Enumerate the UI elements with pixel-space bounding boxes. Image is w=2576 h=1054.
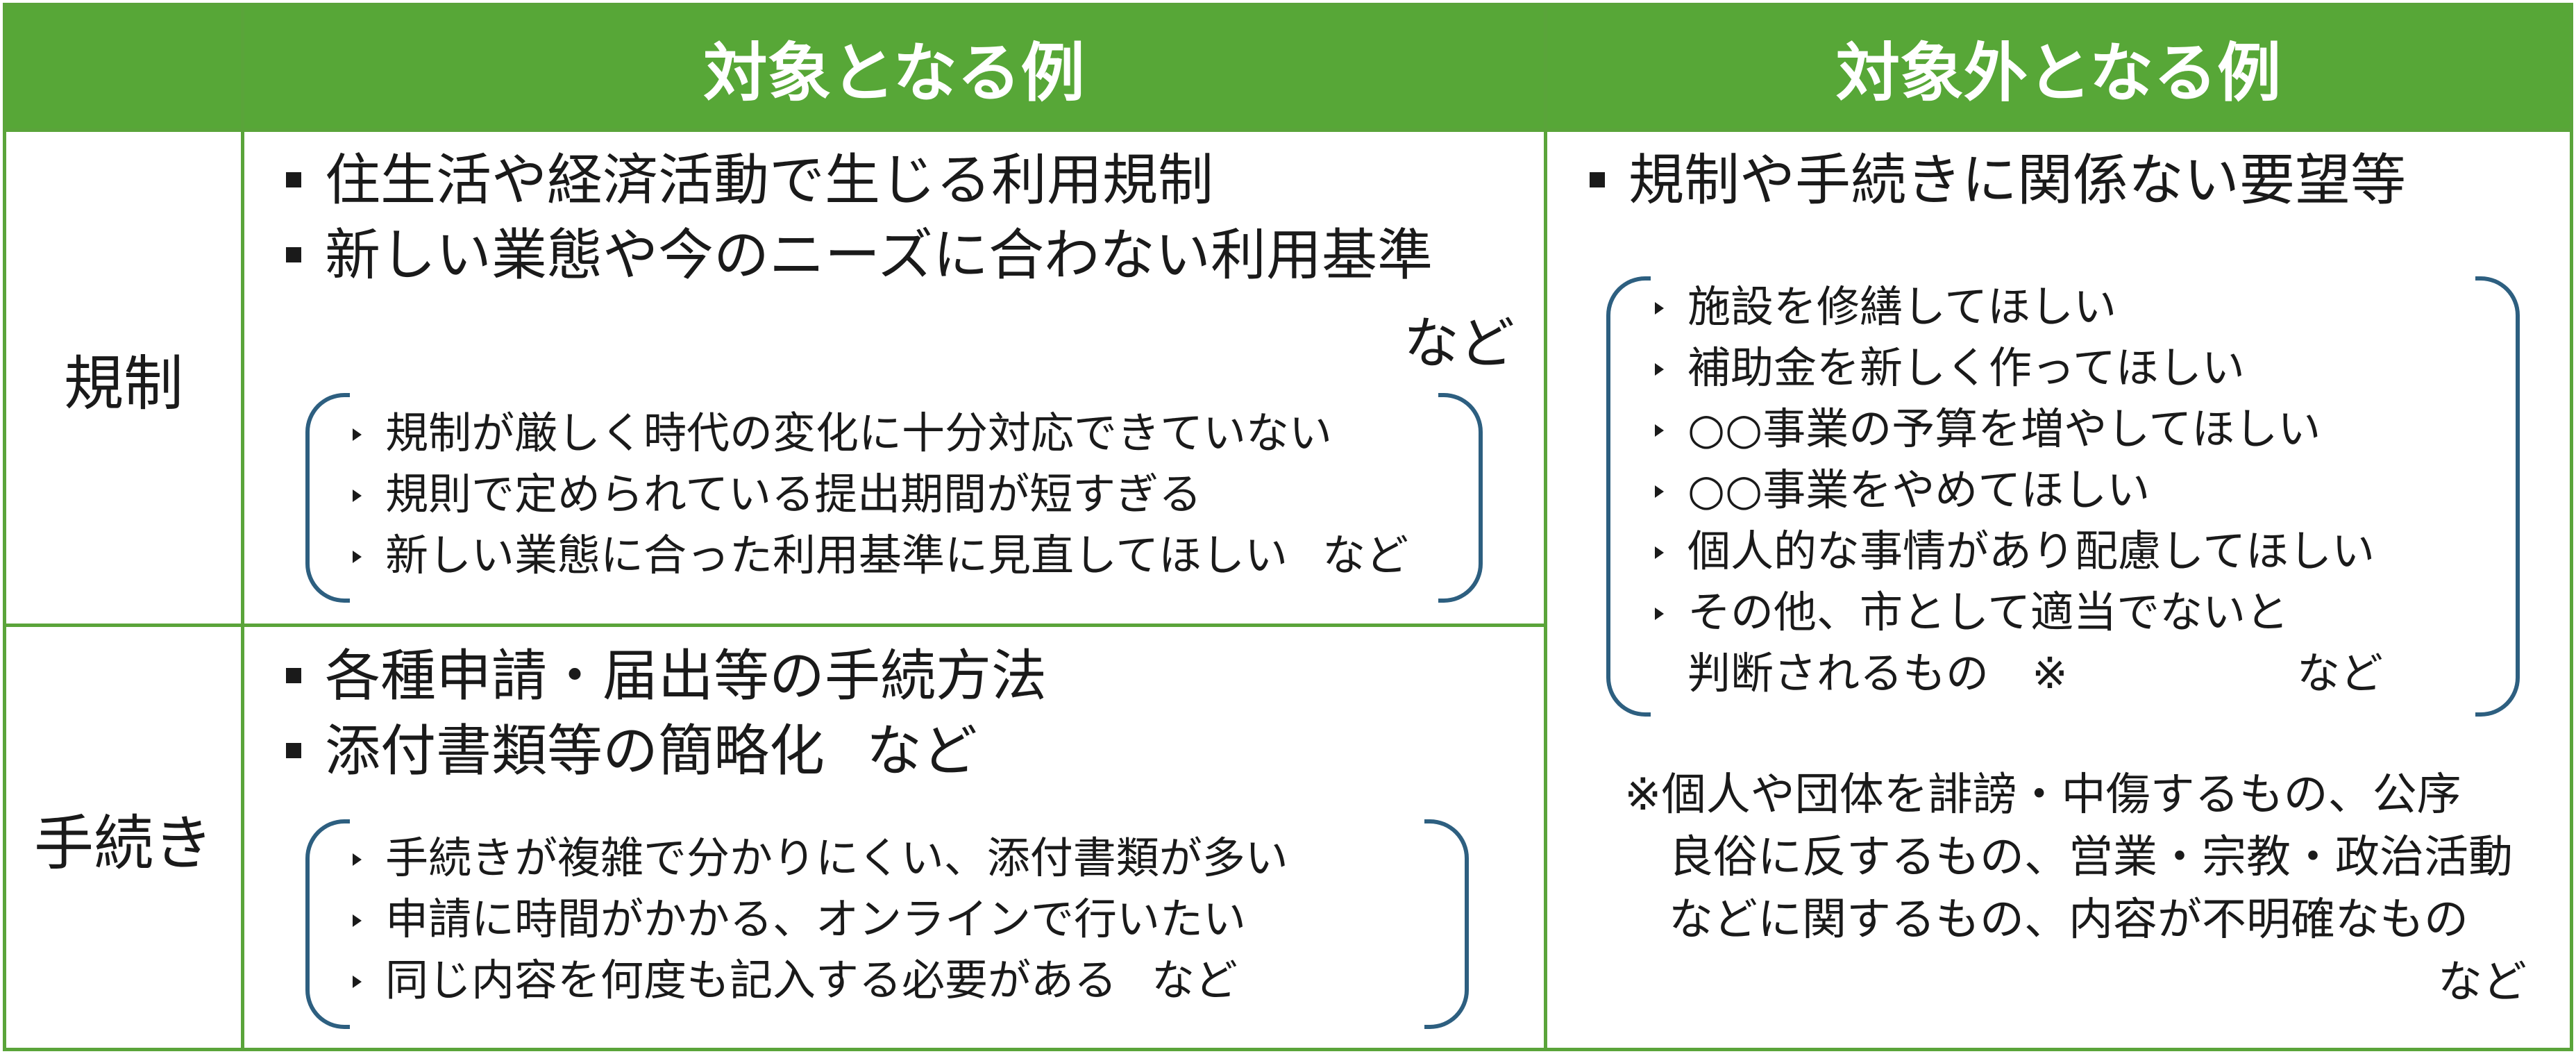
list-item: ○○事業の予算を増やしてほしい	[1655, 399, 2383, 460]
list-item: 新しい業態や今のニーズに合わない利用基準	[286, 218, 1433, 293]
list-item: 規制や手続きに関係ない要望等	[1590, 143, 2406, 218]
triangle-bullet-icon	[1655, 485, 1664, 498]
list-item: 個人的な事情があり配慮してほしい	[1655, 521, 2383, 582]
procedure-main-list: 各種申請・届出等の手続方法 添付書類等の簡略化など	[286, 639, 1047, 789]
list-item: 各種申請・届出等の手続方法	[286, 639, 1047, 714]
procedure-examples: 手続きが複雑で分かりにくい、添付書類が多い 申請に時間がかかる、オンラインで行い…	[353, 828, 1288, 1011]
header-applicable: 対象となる例	[244, 6, 1544, 129]
square-bullet-icon	[286, 172, 301, 188]
not-applicable-main: 規制や手続きに関係ない要望等	[1590, 143, 2406, 218]
triangle-bullet-icon	[1655, 302, 1664, 315]
list-item: 規則で定められている提出期間が短すぎる	[353, 464, 1408, 525]
list-item: その他、市として適当でないと	[1655, 582, 2383, 643]
note-line: ※個人や団体を誹謗・中傷するもの、公序	[1624, 769, 2461, 821]
list-item: 手続きが複雑で分かりにくい、添付書類が多い	[353, 828, 1288, 889]
border-label-column	[241, 3, 244, 1051]
main-item-text: 住生活や経済活動で生じる利用規制	[325, 148, 1213, 212]
border-middle	[1544, 3, 1547, 1051]
list-item: 施設を修繕してほしい	[1655, 276, 2383, 337]
regulation-main-suffix: など	[1404, 311, 1515, 376]
right-bracket-icon	[2475, 276, 2520, 717]
note-line: などに関するもの、内容が不明確なもの	[1669, 894, 2468, 946]
triangle-bullet-icon	[353, 914, 362, 927]
list-item: ○○事業をやめてほしい	[1655, 460, 2383, 521]
example-text: その他、市として適当でないと	[1687, 587, 2289, 637]
example-suffix: など	[2296, 648, 2383, 699]
example-text: 新しい業態に合った利用基準に見直してほしい	[385, 530, 1288, 580]
right-bracket-icon	[1438, 393, 1483, 603]
list-item: 補助金を新しく作ってほしい	[1655, 337, 2383, 399]
border-row-divider	[3, 624, 1547, 627]
header-not-applicable: 対象外となる例	[1547, 6, 2570, 129]
triangle-bullet-icon	[353, 428, 362, 441]
list-item: 新しい業態に合った利用基準に見直してほしいなど	[353, 525, 1408, 586]
square-bullet-icon	[286, 247, 301, 263]
main-item-text: 各種申請・届出等の手続方法	[325, 644, 1047, 708]
main-suffix: など	[866, 719, 977, 783]
triangle-bullet-icon	[353, 551, 362, 563]
example-text: 個人的な事情があり配慮してほしい	[1687, 526, 2375, 576]
left-bracket-icon	[1606, 276, 1651, 717]
example-text: 同じ内容を何度も記入する必要がある	[385, 955, 1118, 1005]
main-item-text: 添付書類等の簡略化	[325, 719, 825, 783]
note-line: 良俗に反するもの、営業・宗教・政治活動	[1669, 832, 2513, 883]
list-item: 同じ内容を何度も記入する必要があるなど	[353, 950, 1288, 1011]
note-mark: ※	[2032, 648, 2068, 699]
list-item: 規制が厳しく時代の変化に十分対応できていない	[353, 403, 1408, 464]
border-left	[3, 3, 6, 1051]
regulation-main-list: 住生活や経済活動で生じる利用規制 新しい業態や今のニーズに合わない利用基準	[286, 143, 1433, 293]
note-suffix: など	[2438, 957, 2527, 1008]
border-right	[2570, 3, 2573, 1051]
border-bottom	[3, 1048, 2573, 1051]
square-bullet-icon	[1590, 172, 1605, 188]
triangle-bullet-icon	[1655, 363, 1664, 376]
list-item: 判断されるもの ※ など	[1655, 643, 2383, 704]
header-corner	[6, 6, 242, 129]
example-text: 規則で定められている提出期間が短すぎる	[385, 469, 1202, 519]
main-item-text: 新しい業態や今のニーズに合わない利用基準	[325, 223, 1433, 287]
triangle-bullet-icon	[353, 976, 362, 988]
triangle-bullet-icon	[353, 490, 362, 502]
square-bullet-icon	[286, 668, 301, 684]
not-applicable-examples: 施設を修繕してほしい 補助金を新しく作ってほしい ○○事業の予算を増やしてほしい…	[1655, 276, 2383, 704]
triangle-bullet-icon	[1655, 546, 1664, 559]
triangle-bullet-icon	[1655, 608, 1664, 620]
example-text: 補助金を新しく作ってほしい	[1687, 342, 2245, 393]
right-bracket-icon	[1424, 819, 1469, 1029]
border-header-bottom	[3, 128, 2573, 132]
regulation-examples: 規制が厳しく時代の変化に十分対応できていない 規則で定められている提出期間が短す…	[353, 403, 1408, 586]
list-item: 住生活や経済活動で生じる利用規制	[286, 143, 1433, 218]
triangle-bullet-icon	[1655, 424, 1664, 437]
left-bracket-icon	[305, 819, 350, 1029]
list-item: 申請に時間がかかる、オンラインで行いたい	[353, 889, 1288, 950]
border-top	[3, 3, 2573, 6]
row-label-regulation: 規制	[64, 349, 183, 419]
example-suffix: など	[1322, 530, 1409, 580]
example-text: 判断されるもの	[1687, 648, 1989, 699]
example-text: 手続きが複雑で分かりにくい、添付書類が多い	[385, 833, 1288, 883]
triangle-bullet-icon	[353, 853, 362, 866]
list-item: 添付書類等の簡略化など	[286, 714, 1047, 789]
example-text: 規制が厳しく時代の変化に十分対応できていない	[385, 408, 1333, 458]
example-text: 申請に時間がかかる、オンラインで行いたい	[385, 894, 1247, 944]
square-bullet-icon	[286, 743, 301, 759]
example-text: 施設を修繕してほしい	[1687, 281, 2117, 332]
main-item-text: 規制や手続きに関係ない要望等	[1628, 148, 2406, 212]
example-text: ○○事業の予算を増やしてほしい	[1687, 403, 2321, 454]
example-text: ○○事業をやめてほしい	[1687, 465, 2150, 515]
left-bracket-icon	[305, 393, 350, 603]
not-applicable-note: ※個人や団体を誹謗・中傷するもの、公序 良俗に反するもの、営業・宗教・政治活動 …	[1624, 764, 2513, 951]
row-label-procedure: 手続き	[34, 808, 213, 878]
example-suffix: など	[1152, 955, 1238, 1005]
